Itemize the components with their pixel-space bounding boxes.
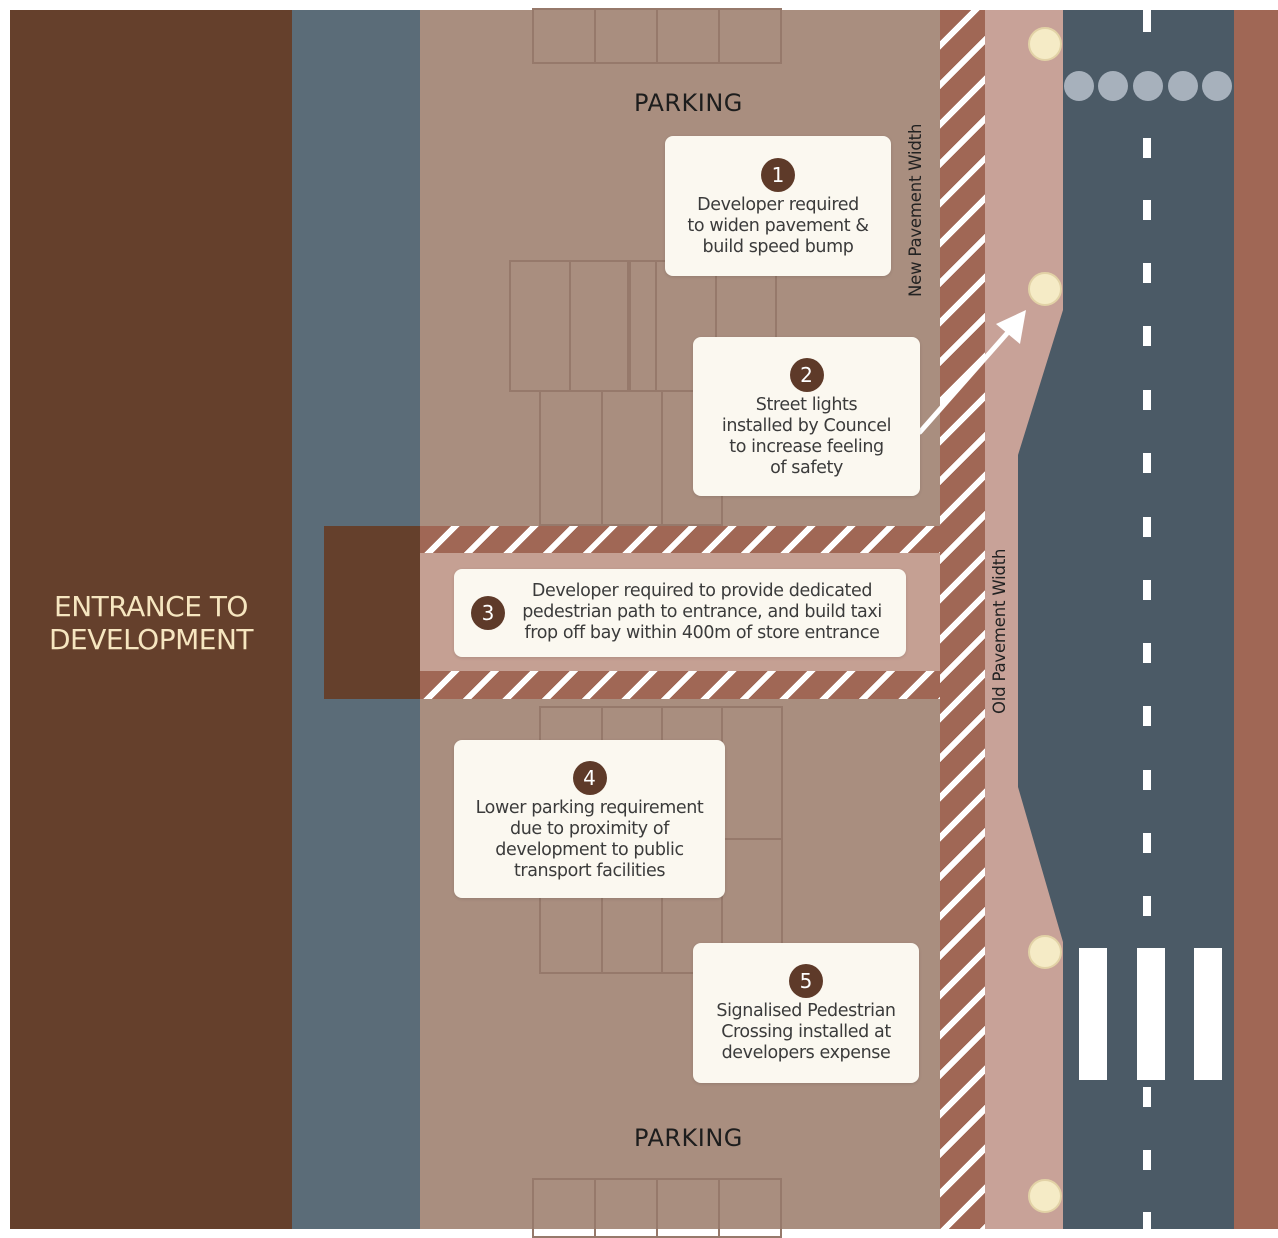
zebra-crossing-icon xyxy=(1194,948,1222,1080)
road-centre-dash xyxy=(1143,770,1151,790)
parking-bay xyxy=(532,8,596,64)
speed-bump-stud-icon xyxy=(1168,71,1198,101)
callout-2: 2 Street lights installed by Councel to … xyxy=(693,337,920,496)
entrance-block xyxy=(324,526,420,699)
parking-bay xyxy=(594,8,658,64)
callout-1: 1 Developer required to widen pavement &… xyxy=(665,136,891,276)
callout-4-badge: 4 xyxy=(572,761,607,795)
callout-5-line: Crossing installed at xyxy=(721,1022,891,1042)
callout-3-line: Developer required to provide dedicated xyxy=(531,581,873,601)
callout-5: 5 Signalised Pedestrian Crossing install… xyxy=(693,943,919,1083)
road-centre-dash xyxy=(1143,643,1151,663)
road-centre-dash xyxy=(1143,1212,1151,1229)
zebra-crossing-icon xyxy=(1079,948,1107,1080)
parking-bay xyxy=(509,260,571,392)
parking-bay xyxy=(718,8,782,64)
road-surface xyxy=(1018,10,1234,1229)
callout-5-line: developers expense xyxy=(721,1043,891,1063)
new-pavement-width-label: New Pavement Width xyxy=(906,123,925,297)
parking-bay xyxy=(718,1178,782,1238)
parking-bay xyxy=(721,706,783,840)
callout-1-badge: 1 xyxy=(761,158,795,192)
road-centre-dash xyxy=(1143,453,1151,473)
road-centre-dash xyxy=(1143,706,1151,726)
callout-4-line: Lower parking requirement xyxy=(475,798,704,818)
callout-5-line: Signalised Pedestrian xyxy=(716,1001,896,1021)
zebra-crossing-icon xyxy=(1137,948,1165,1080)
road-centre-dash xyxy=(1143,1150,1151,1170)
path-edge-hatch-top xyxy=(420,526,940,553)
road-centre-dash xyxy=(1143,263,1151,283)
speed-bump-stud-icon xyxy=(1098,71,1128,101)
speed-bump-stud-icon xyxy=(1202,71,1232,101)
street-light-icon xyxy=(1028,935,1062,969)
road-centre-dash xyxy=(1143,326,1151,346)
road-centre-dash xyxy=(1143,833,1151,853)
arrow-icon xyxy=(917,310,1026,435)
old-pavement-width-label: Old Pavement Width xyxy=(990,548,1009,714)
callout-1-line: Developer required xyxy=(697,195,859,215)
street-light-icon xyxy=(1028,27,1062,61)
parking-bay xyxy=(594,1178,658,1238)
callout-1-line: to widen pavement & xyxy=(687,216,869,236)
callout-2-line: installed by Councel xyxy=(721,416,892,436)
building-title-line1: ENTRANCE TO xyxy=(54,590,248,623)
callout-1-line: build speed bump xyxy=(702,237,854,257)
road-centre-dash xyxy=(1143,580,1151,600)
street-light-icon xyxy=(1028,1179,1062,1213)
callout-2-line: Street lights xyxy=(755,395,858,415)
callout-3-badge: 3 xyxy=(471,596,505,630)
callout-4-line: development to public xyxy=(495,840,684,860)
parking-label-bottom: PARKING xyxy=(634,1124,743,1152)
road-centre-dash xyxy=(1143,390,1151,410)
callout-4: 4 Lower parking requirement due to proxi… xyxy=(454,740,725,898)
road-centre-dash xyxy=(1143,10,1151,32)
building-title-line2: DEVELOPMENT xyxy=(48,623,254,656)
parking-bay xyxy=(627,260,657,392)
road-centre-dash xyxy=(1143,200,1151,220)
parking-bay xyxy=(539,390,603,526)
road-kerb xyxy=(1234,10,1278,1229)
callout-2-line: of safety xyxy=(770,458,843,478)
parking-bay xyxy=(601,390,663,526)
new-pavement-hatch xyxy=(940,10,985,1229)
speed-bump-stud-icon xyxy=(1064,71,1094,101)
parking-bay xyxy=(656,1178,720,1238)
parking-label-top: PARKING xyxy=(634,89,743,117)
callout-4-line: transport facilities xyxy=(513,861,666,881)
parking-bay xyxy=(532,1178,596,1238)
road-centre-dash xyxy=(1143,896,1151,916)
parking-bay xyxy=(656,8,720,64)
road-centre-dash xyxy=(1143,138,1151,158)
building-title: ENTRANCE TO DEVELOPMENT xyxy=(10,590,292,656)
callout-2-badge: 2 xyxy=(789,358,824,392)
callout-5-badge: 5 xyxy=(789,964,823,998)
callout-2-line: to increase feeling xyxy=(729,437,884,457)
path-edge-hatch-bottom xyxy=(420,671,940,699)
road-centre-dash xyxy=(1143,517,1151,537)
street-light-icon xyxy=(1028,272,1062,306)
development-building xyxy=(10,10,292,1229)
road-centre-dash xyxy=(1143,1087,1151,1107)
callout-3: 3 Developer required to provide dedicate… xyxy=(454,569,906,657)
callout-3-line: frop off bay within 400m of store entran… xyxy=(524,623,880,643)
parking-bay xyxy=(569,260,631,392)
road xyxy=(1018,10,1234,1229)
callout-3-line: pedestrian path to entrance, and build t… xyxy=(522,602,882,622)
callout-4-line: due to proximity of xyxy=(510,819,669,839)
speed-bump-stud-icon xyxy=(1133,71,1163,101)
